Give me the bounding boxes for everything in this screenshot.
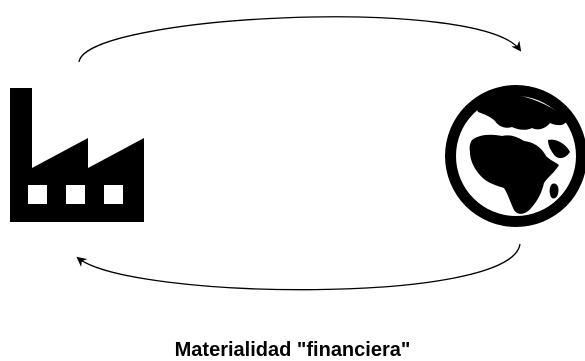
diagram-caption: Materialidad "financiera"	[174, 339, 411, 361]
globe-europe-africa-icon	[445, 85, 585, 227]
top-arrow	[78, 16, 522, 63]
bottom-arrow	[76, 243, 521, 291]
factory-icon	[10, 88, 144, 222]
